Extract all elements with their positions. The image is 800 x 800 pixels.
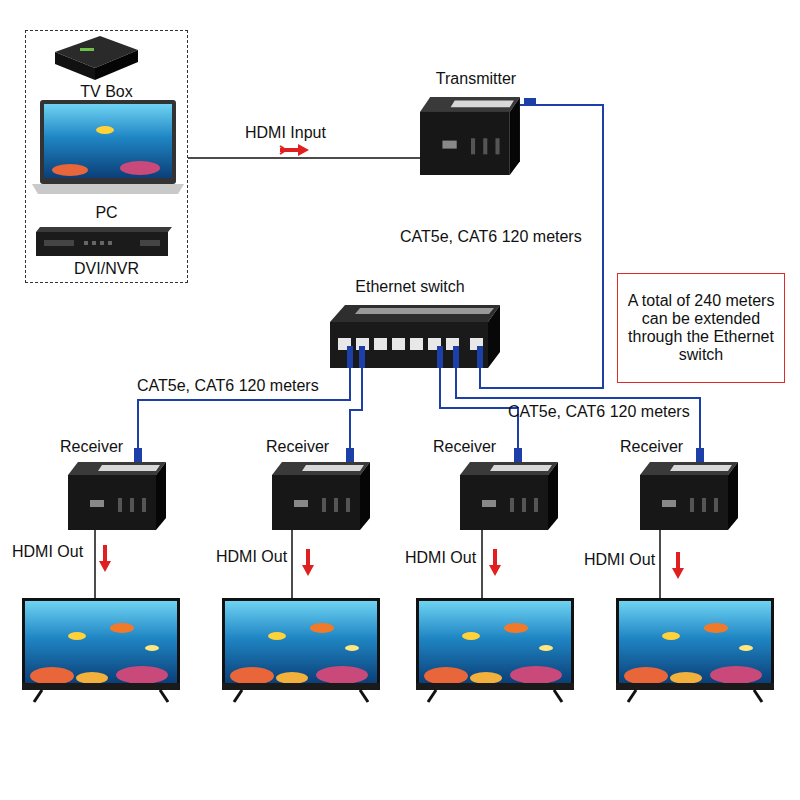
- node-label: Receiver: [433, 438, 553, 456]
- direction-arrow: [99, 545, 684, 579]
- cable-label: HDMI Input: [245, 124, 326, 142]
- cable-label: CAT5e, CAT6 120 meters: [508, 403, 690, 421]
- hdmi-wire: [95, 530, 660, 598]
- receiver-device: [640, 462, 738, 530]
- node-label: Transmitter: [406, 70, 546, 88]
- cable-plug: [134, 346, 704, 462]
- node-label: DVI/NVR: [26, 260, 187, 278]
- cable-connector: [188, 157, 420, 159]
- port-label: HDMI Out: [12, 543, 83, 561]
- cable-connector: [350, 368, 362, 462]
- receiver-box: Receiver: [460, 462, 558, 530]
- node-label: A total of 240 meters can be extended th…: [627, 292, 775, 364]
- note-box: A total of 240 meters can be extended th…: [617, 273, 785, 383]
- port-label: HDMI Out: [216, 548, 287, 566]
- node-label: Receiver: [266, 438, 386, 456]
- node-label: Receiver: [620, 438, 740, 456]
- cable-label: CAT5e, CAT6 120 meters: [137, 377, 319, 395]
- receiver-device: [460, 462, 558, 530]
- transmitter-device: [420, 97, 520, 175]
- source-group: TV BoxPC DVI/NVR: [25, 30, 188, 283]
- switch-box: Ethernet switch: [330, 305, 500, 368]
- transmitter-box: Transmitter: [420, 97, 520, 175]
- port-label: HDMI Out: [584, 551, 655, 569]
- nvr-icon: [36, 227, 172, 256]
- tv-screen: [616, 598, 774, 702]
- receiver-device: [68, 462, 166, 530]
- node-label: Receiver: [60, 438, 180, 456]
- cable-connector: [480, 105, 603, 388]
- switch-device: [330, 305, 500, 368]
- receiver-box: Receiver: [640, 462, 738, 530]
- tv-box-icon: [55, 36, 138, 80]
- port-label: HDMI Out: [405, 549, 476, 567]
- tv-screen: [416, 598, 574, 702]
- node-label: TV Box: [26, 83, 187, 101]
- tv-screen: [222, 598, 380, 702]
- direction-arrow: [280, 144, 309, 156]
- node-label: Ethernet switch: [305, 278, 515, 296]
- node-label: PC: [26, 204, 187, 222]
- tv-screen: [22, 598, 180, 702]
- receiver-device: [272, 462, 370, 530]
- laptop-icon: [32, 100, 184, 194]
- receiver-box: Receiver: [272, 462, 370, 530]
- cable-label: CAT5e, CAT6 120 meters: [400, 228, 582, 246]
- receiver-box: Receiver: [68, 462, 166, 530]
- direction-arrow: [280, 146, 286, 154]
